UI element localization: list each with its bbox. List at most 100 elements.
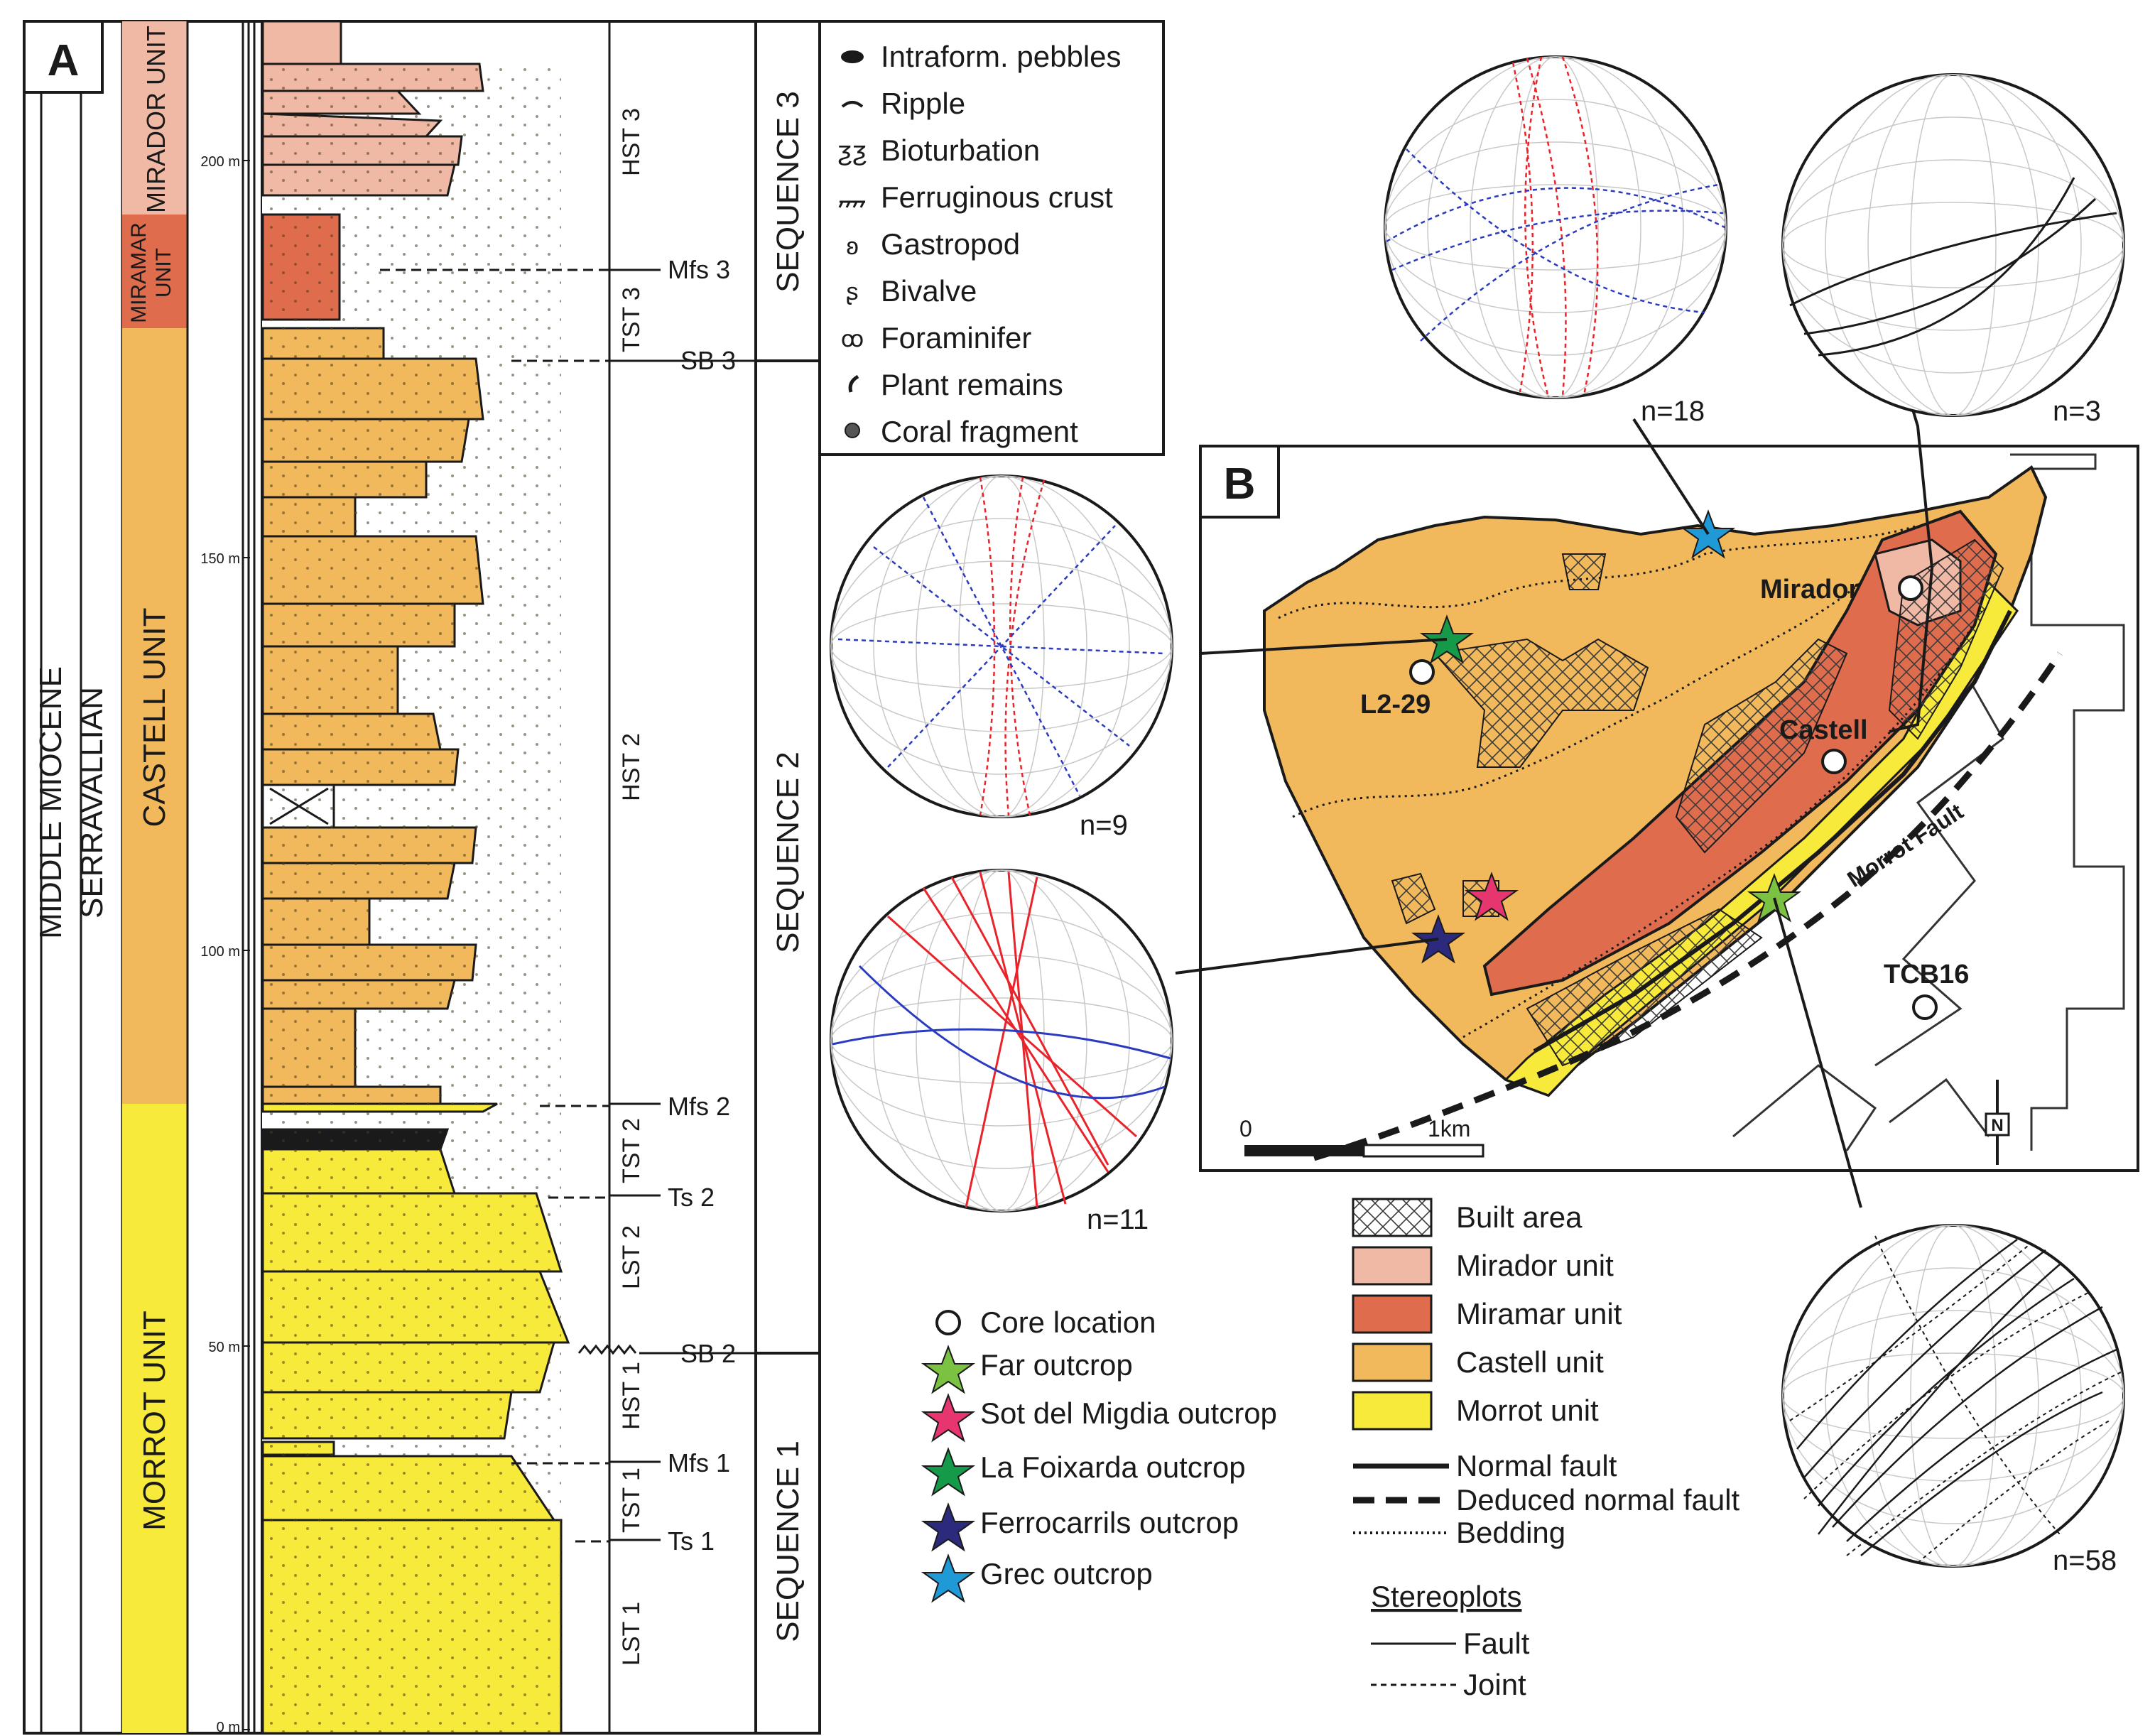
surface-ts2: Ts 2 [668,1183,715,1212]
surface-mfs2: Mfs 2 [668,1092,730,1121]
panel-b-label-box [1199,445,1280,519]
symbol-legend-frame [818,20,1165,456]
core-castell [1821,749,1847,774]
surface-sb3: SB 3 [680,346,736,375]
unit-miramar-label-1: MIRAMAR [127,222,151,323]
legend-gastropod: Gastropod [881,227,1020,261]
stereoplot-ferrocarrils-n: n=11 [1087,1204,1149,1235]
map-label-castell: Castell [1779,715,1868,745]
surface-mfs3: Mfs 3 [668,255,730,284]
depth-label-0: 0 m [217,1720,240,1735]
map-normal-fault [1533,609,2012,1053]
sequence-1-label: SEQUENCE 1 [771,1441,805,1642]
crust-icon [838,200,865,208]
unit-morrot-bar [122,1104,188,1733]
legend-built: Built area [1456,1200,1583,1234]
legend-ferro-star-icon [921,1502,976,1552]
legend-coral: Coral fragment [881,415,1078,448]
surface-lines [380,268,756,1543]
panel-b: B Mirador Castell L2-29 TCB16 Morrot Fau… [1199,445,2139,1172]
stereoplot-grec-n: n=18 [1641,396,1705,427]
star-sot-del-migdia [1464,872,1519,921]
legend-bedding: Bedding [1456,1516,1565,1549]
panel-a-label: A [48,36,80,85]
stereoplot-far: n=58 [1781,1224,2125,1576]
sequence-2-label: SEQUENCE 2 [771,752,805,953]
legend-bivalve: Bivalve [881,274,977,308]
legend-foraminifer: Foraminifer [881,321,1031,354]
legend-deduced-fault: Deduced normal fault [1456,1483,1740,1517]
epoch-label: MIDDLE MIOCENE [33,666,68,939]
outcrop-legend: Core location Far outcrop Sot del Migdia… [921,1306,1277,1603]
legend-foixarda: La Foixarda outcrop [980,1450,1246,1484]
scale-bar-white [1362,1144,1484,1158]
unit-miramar-bar [122,215,188,328]
unit-morrot-label: MORROT UNIT [137,1311,172,1531]
legend-core-icon [935,1310,961,1335]
lithology-texture [263,64,561,1733]
stereoplot-castell-n: n=3 [2053,396,2101,427]
depth-label-100: 100 m [200,944,240,960]
scale-bar-black [1244,1145,1364,1156]
legend-normal-fault: Normal fault [1456,1449,1617,1482]
legend-crust: Ferruginous crust [881,180,1113,214]
tract-hst1: HST 1 [618,1362,645,1430]
legend-far-star-icon [921,1345,976,1394]
depth-label-200: 200 m [200,154,240,170]
legend-castell: Castell unit [1456,1345,1604,1379]
surface-ts1: Ts 1 [668,1526,715,1556]
north-label: N [1991,1116,2003,1135]
bioturbation-icon: ƺƺ [837,136,867,166]
stage-label: SERRAVALLIAN [75,687,109,918]
legend-ripple: Ripple [881,87,965,120]
tract-tst1: TST 1 [618,1468,645,1533]
legend-castell-swatch [1352,1342,1433,1382]
foraminifer-icon: ꝏ [841,326,864,352]
depth-label-150: 150 m [200,551,240,567]
stereoplot-castell: n=3 [1781,73,2125,427]
map-label-l2-29: L2-29 [1360,690,1431,720]
stereoplot-ferrocarrils: n=11 [830,869,1173,1235]
legend-fault: Fault [1463,1627,1530,1660]
stereoplot-far-n: n=58 [2053,1545,2117,1576]
legend-joint: Joint [1463,1668,1526,1701]
legend-morrot-swatch [1352,1391,1433,1431]
ripple-icon [841,101,864,108]
tract-tst3: TST 3 [618,287,645,352]
legend-built-swatch [1352,1198,1433,1237]
legend-ferro: Ferrocarrils outcrop [980,1506,1239,1539]
stereoplot-legend: Stereoplots Fault Joint [1371,1580,1530,1701]
stereoplot-foixarda: n=9 [830,474,1173,841]
plant-icon [848,374,859,393]
tract-hst3: HST 3 [618,108,645,176]
surface-mfs1: Mfs 1 [668,1448,730,1477]
legend-morrot: Morrot unit [1456,1394,1599,1427]
pebbles-icon [841,50,864,63]
legend-mirador-swatch [1352,1246,1433,1286]
bivalve-icon: ʂ [847,278,859,305]
stereoplots: n=18 n=3 n=9 [830,55,2125,1576]
sequence-3-label: SEQUENCE 3 [771,91,805,293]
tract-hst2: HST 2 [618,733,645,801]
coral-icon [845,423,860,438]
map-built-area [1433,638,1649,768]
panel-b-label: B [1224,460,1256,509]
unit-miramar-label-2: UNIT [152,248,175,298]
legend-miramar: Miramar unit [1456,1297,1622,1330]
legend-plant: Plant remains [881,368,1063,401]
scale-zero: 0 [1239,1116,1252,1141]
legend-core: Core location [980,1306,1156,1339]
panel-a: A MIDDLE MIOCENE SERRAVALLIAN MIRADOR UN… [23,20,821,1735]
legend-foixarda-star-icon [921,1447,976,1497]
core-l2-29 [1409,659,1435,685]
core-mirador [1898,575,1923,601]
tract-lst1: LST 1 [618,1602,645,1666]
stereoplot-foixarda-n: n=9 [1080,810,1128,841]
unit-mirador-bar [122,21,188,215]
stereoplot-grec: n=18 [1384,55,1727,427]
unit-castell-bar [122,328,188,1104]
legend-grec: Grec outcrop [980,1557,1153,1590]
legend-stereo-title: Stereoplots [1371,1580,1521,1613]
map-label-tcb16: TCB16 [1884,960,1969,989]
